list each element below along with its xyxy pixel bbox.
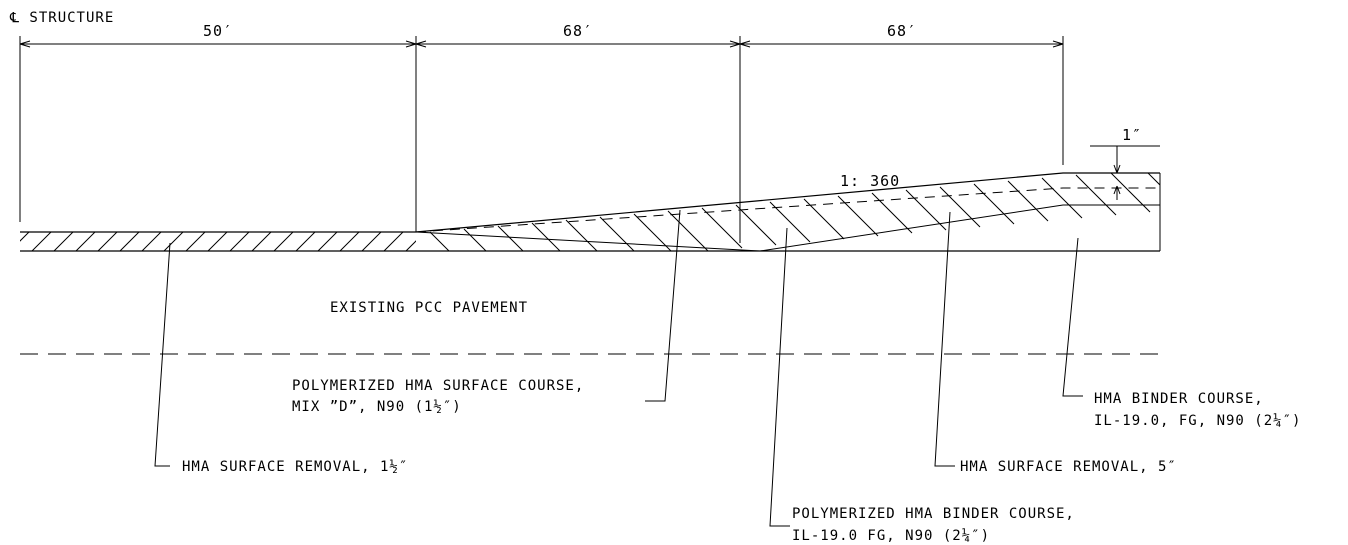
structure-label: ℄ STRUCTURE [9,10,114,26]
removal-taper-line [415,231,761,252]
surface-course-bottom-line [415,187,1160,233]
removal-left-label: HMA SURFACE REMOVAL, 1½″ [182,459,408,475]
slope-label: 1: 360 [840,172,900,190]
dimension-50ft: 50′ [203,22,233,40]
leader-surface-course [645,209,681,402]
overlay-thickness-dimension [1090,145,1160,200]
dimension-line [19,36,1064,243]
removal-right-label: HMA SURFACE REMOVAL, 5″ [960,459,1177,475]
leader-removal-right [934,211,955,467]
leader-removal-left [154,242,171,467]
surface-course-label-line2: MIX ”D”, N90 (1½″) [292,399,462,415]
poly-binder-label-line1: POLYMERIZED HMA BINDER COURSE, [792,506,1075,522]
binder-course-label-line1: HMA BINDER COURSE, [1094,391,1264,407]
poly-binder-label-line2: IL-19.0 FG, N90 (2¼″) [792,528,990,544]
binder-course-line [759,204,1160,252]
dimension-68ft-second: 68′ [887,22,917,40]
hatch-surface-course-left [20,232,416,251]
dimension-68ft-first: 68′ [563,22,593,40]
pcc-pavement-label: EXISTING PCC PAVEMENT [330,300,528,316]
overlay-thickness-label: 1″ [1122,126,1142,144]
leader-binder-course [1062,237,1083,397]
finished-surface-line [415,172,1160,233]
surface-course-label-line1: POLYMERIZED HMA SURFACE COURSE, [292,378,584,394]
hatch-transition-wedge [429,173,1160,251]
binder-course-label-line2: IL-19.0, FG, N90 (2¼″) [1094,413,1301,429]
leader-poly-binder [769,227,790,527]
